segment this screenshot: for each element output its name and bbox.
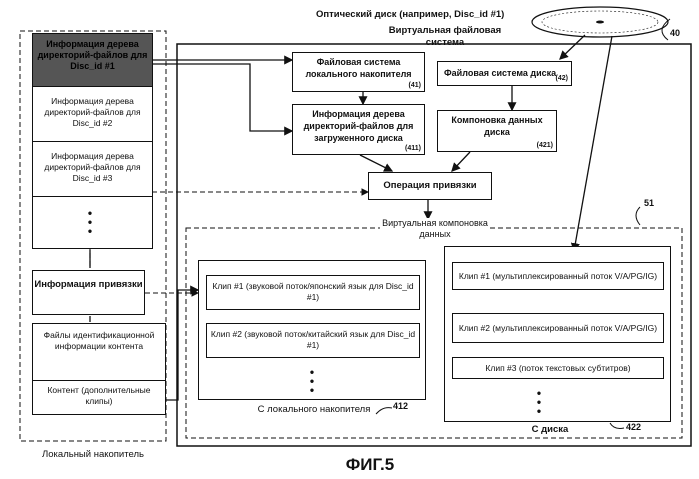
ref-number-51: 51 — [644, 198, 654, 208]
ellipsis-dots-icon: ••• — [534, 389, 544, 416]
local-fs-num: (41) — [409, 82, 421, 89]
tree-info-item-label: Информация дерева директорий-файлов для … — [44, 151, 140, 183]
virtual-fs-title: Виртуальная файловая система — [370, 25, 520, 49]
binding-info-label: Информация привязки — [34, 279, 142, 290]
disc-layout-num: (421) — [537, 142, 553, 149]
content-stack: Файлы идентификационной информации конте… — [32, 323, 166, 415]
local-clips-panel: Клип #1 (звуковой поток/японский язык дл… — [198, 260, 426, 400]
content-id-label: Файлы идентификационной информации конте… — [44, 330, 155, 351]
loaded-tree-label: Информация дерева директорий-файлов для … — [293, 108, 424, 144]
tree-info-item-disc2[interactable]: Информация дерева директорий-файлов для … — [33, 86, 152, 141]
local-clip-label: Клип #2 (звуковой поток/китайский язык д… — [211, 329, 415, 350]
disc-clip-1[interactable]: Клип #1 (мультиплексированный поток V/A/… — [452, 262, 664, 290]
loaded-tree-box[interactable]: Информация дерева директорий-файлов для … — [292, 104, 425, 155]
disc-clip-label: Клип #3 (поток текстовых субтитров) — [485, 363, 630, 373]
local-fs-box[interactable]: Файловая система локального накопителя (… — [292, 52, 425, 92]
tree-info-item-disc3[interactable]: Информация дерева директорий-файлов для … — [33, 141, 152, 196]
tree-info-item-disc1[interactable]: Информация дерева директорий-файлов для … — [33, 34, 152, 86]
tree-info-more: ••• — [33, 196, 152, 248]
content-label: Контент (дополнительные клипы) — [47, 385, 150, 406]
loaded-tree-num: (411) — [405, 145, 421, 152]
local-clips-caption: С локального накопителя — [244, 404, 384, 415]
disc-label: Оптический диск (например, Disc_id #1) — [316, 9, 504, 20]
disc-layout-label: Компоновка данных диска — [438, 114, 556, 138]
disc-clip-3[interactable]: Клип #3 (поток текстовых субтитров) — [452, 357, 664, 379]
optical-disc-icon — [532, 7, 668, 37]
ellipsis-dots-icon: ••• — [85, 209, 95, 236]
disc-layout-box[interactable]: Компоновка данных диска (421) — [437, 110, 557, 152]
binding-op-box[interactable]: Операция привязки — [368, 172, 492, 200]
local-clip-2[interactable]: Клип #2 (звуковой поток/китайский язык д… — [206, 323, 420, 358]
ellipsis-dots-icon: ••• — [307, 368, 317, 395]
ref-number-40: 40 — [670, 28, 680, 38]
tree-info-item-label: Информация дерева директорий-файлов для … — [44, 96, 140, 128]
binding-op-label: Операция привязки — [383, 180, 476, 191]
content-additional-clips[interactable]: Контент (дополнительные клипы) — [33, 380, 165, 414]
ref-number-422: 422 — [626, 422, 641, 432]
disc-fs-num: (42) — [556, 75, 568, 82]
content-id-files[interactable]: Файлы идентификационной информации конте… — [39, 330, 159, 352]
local-fs-label: Файловая система локального накопителя — [293, 56, 424, 80]
disc-fs-label: Файловая система диска — [438, 67, 571, 79]
disc-clip-2[interactable]: Клип #2 (мультиплексированный поток V/A/… — [452, 313, 664, 343]
binding-info-box[interactable]: Информация привязки — [32, 270, 145, 315]
disc-clip-label: Клип #1 (мультиплексированный поток V/A/… — [459, 271, 657, 281]
virtual-layout-title: Виртуальная компоновка данных — [380, 218, 490, 240]
figure-caption: ФИГ.5 — [320, 455, 420, 475]
tree-info-item-label: Информация дерева директорий-файлов для … — [38, 39, 148, 71]
tree-info-stack: Информация дерева директорий-файлов для … — [32, 33, 153, 249]
local-clip-label: Клип #1 (звуковой поток/японский язык дл… — [212, 281, 413, 302]
local-clip-1[interactable]: Клип #1 (звуковой поток/японский язык дл… — [206, 275, 420, 310]
disc-fs-box[interactable]: Файловая система диска (42) — [437, 61, 572, 86]
local-storage-caption: Локальный накопитель — [28, 449, 158, 460]
ref-number-412: 412 — [393, 401, 408, 411]
disc-clips-caption: С диска — [520, 424, 580, 435]
disc-clip-label: Клип #2 (мультиплексированный поток V/A/… — [459, 323, 657, 333]
disc-clips-panel: Клип #1 (мультиплексированный поток V/A/… — [444, 246, 671, 422]
